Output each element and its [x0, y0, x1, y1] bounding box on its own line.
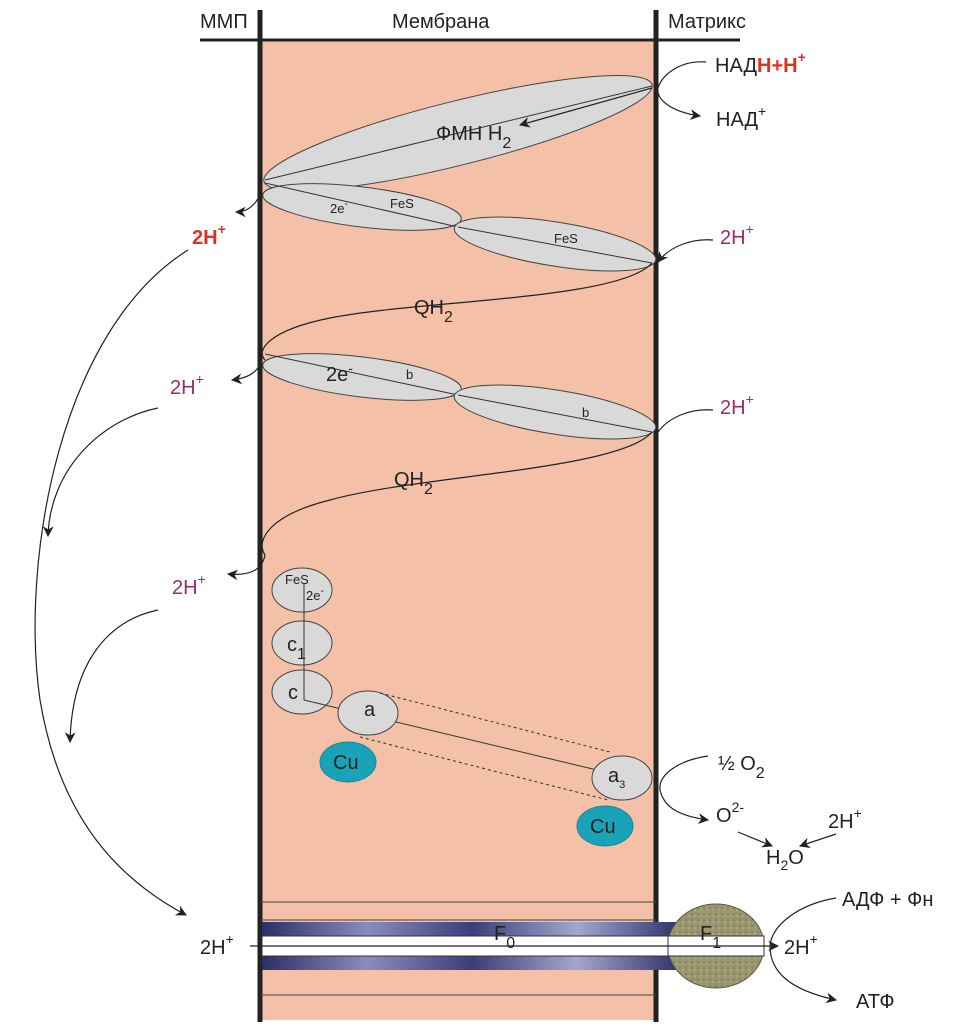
- ims-arrow-2: [42, 407, 159, 538]
- a-label: a: [364, 699, 376, 721]
- nadh-arrow-in: [657, 61, 707, 120]
- qh2-label-1: QH2: [414, 297, 453, 326]
- fes1-e-label: 2e-: [330, 199, 348, 216]
- header-mmp: ММП: [200, 11, 248, 33]
- h-out-1: 2H+: [192, 221, 226, 249]
- h-in-arrow-2: [657, 409, 714, 433]
- water-label: H2O: [766, 847, 804, 873]
- cu-a3-ellipse: [576, 805, 634, 847]
- h-synthase-in: 2H+: [200, 931, 234, 959]
- c-label: c: [288, 682, 298, 704]
- h-in-2: 2H+: [720, 391, 754, 419]
- nad-out-label: НАД+: [716, 103, 766, 131]
- f0-channel-bottom: [262, 956, 682, 970]
- adp-label: АДФ + Фн: [842, 889, 933, 911]
- c1-ellipse: [271, 620, 333, 666]
- f0-label: F0: [494, 923, 515, 952]
- cu-a-label: Cu: [333, 752, 359, 774]
- ims-long-arrow: [34, 249, 189, 916]
- h-out-arrow-2: [230, 353, 263, 385]
- header-matrix: Матрикс: [668, 11, 746, 33]
- c1-label: c1: [287, 634, 306, 663]
- b2-ellipse: [453, 384, 657, 440]
- a-ellipse: [337, 690, 399, 736]
- b1-e-label: 2e-: [326, 360, 353, 386]
- fes1-axis: [264, 182, 459, 228]
- fes2-label: FeS: [554, 231, 578, 246]
- a-dotted-bottom: [359, 736, 609, 801]
- c-ellipse: [271, 669, 333, 715]
- nadh-label: НАДН+Н+: [715, 49, 806, 77]
- fes2-axis: [457, 226, 653, 264]
- h-out-arrow-1: [234, 181, 263, 218]
- b1-label: b: [406, 367, 413, 382]
- o-to-water: [737, 831, 773, 848]
- qh2-path-2: [261, 431, 653, 556]
- fes-small-e: 2e-: [306, 586, 324, 603]
- fes2-ellipse: [453, 216, 657, 272]
- f1-label: F1: [700, 923, 721, 952]
- qh2-path-1: [261, 262, 653, 361]
- h-out-3: 2H+: [172, 571, 206, 599]
- cu-a3-label: Cu: [590, 816, 616, 838]
- fmn-label: ФМН Н2: [436, 123, 511, 152]
- a3-ellipse: [591, 755, 653, 801]
- ims-arrow-3: [64, 609, 159, 744]
- b2-label: b: [582, 405, 589, 420]
- b2-axis: [457, 394, 653, 433]
- h-out-2: 2H+: [170, 371, 204, 399]
- cu-a-ellipse: [319, 741, 377, 783]
- o2-arrow: [659, 755, 710, 824]
- fmn-axis: [264, 85, 653, 181]
- h-to-water: [798, 833, 837, 849]
- f0-channel-top: [262, 922, 682, 936]
- fes1-label: FeS: [390, 196, 414, 211]
- h-synthase-out: 2H+: [784, 931, 818, 959]
- fes-small-ellipse: [271, 567, 333, 613]
- half-o2-label: ½ O2: [718, 753, 765, 782]
- qh2-label-2: QH2: [394, 469, 433, 498]
- h-water-label: 2H+: [828, 805, 862, 833]
- h-out-arrow-3: [226, 554, 266, 581]
- fes1-ellipse: [262, 183, 462, 231]
- o2minus-label: O2-: [716, 799, 744, 827]
- header-membrane: Мембрана: [392, 11, 490, 33]
- a3-label: a3: [608, 765, 625, 791]
- nadh-to-fmn: [518, 87, 653, 128]
- h-in-1: 2H+: [720, 221, 754, 249]
- h-in-arrow-1: [657, 239, 714, 263]
- fes-small-label: FeS: [285, 572, 309, 587]
- atp-arrow: [769, 897, 838, 1004]
- b1-axis: [264, 353, 459, 396]
- atp-label: АТФ: [856, 991, 895, 1013]
